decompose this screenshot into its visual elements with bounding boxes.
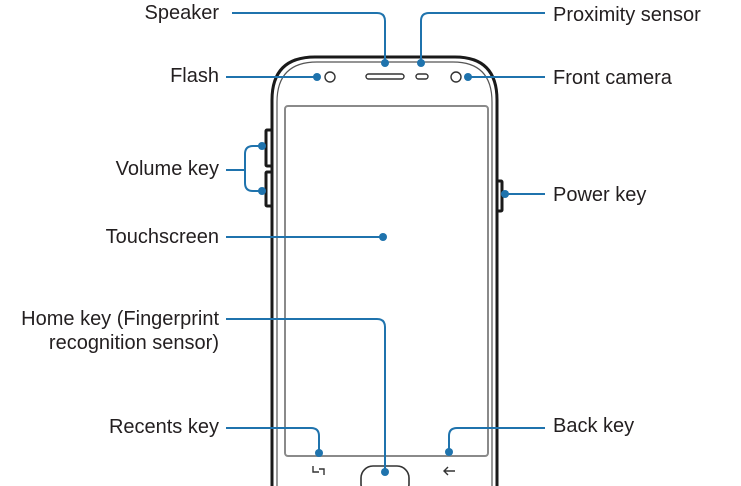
front-camera-lens [450,71,462,83]
flash-lens [324,71,336,83]
volume-callout [226,145,262,192]
label-flash: Flash [170,65,219,87]
home-callout [226,318,386,472]
label-volume-key: Volume key [115,158,219,180]
label-recents-key: Recents key [108,416,219,438]
recents-key-icon [312,466,325,475]
front-camera-dot [464,73,472,81]
volume-down-dot [258,187,266,195]
home-dot [381,468,389,476]
power-dot [501,190,509,198]
label-back-key: Back key [553,415,635,437]
volume-key-down [264,170,274,208]
power-key [495,179,504,213]
touchscreen-area [284,105,489,457]
back-dot [445,448,453,456]
label-home-key: Home key (Fingerprint recognition sensor… [21,307,219,355]
label-power-key: Power key [553,184,647,206]
proximity-dot [417,59,425,67]
touchscreen-dot [379,233,387,241]
label-proximity-sensor: Proximity sensor [553,4,701,26]
label-speaker: Speaker [144,2,220,24]
back-callout [448,427,545,452]
back-key-icon [443,466,455,476]
proximity-callout [420,12,545,63]
speaker-callout [232,12,386,63]
label-touchscreen: Touchscreen [105,226,219,248]
label-home-key-line1: Home key (Fingerprint [21,308,219,330]
recents-callout [226,427,320,453]
flash-dot [313,73,321,81]
label-front-camera: Front camera [553,67,672,89]
proximity-sensor [415,73,429,80]
label-home-key-line2: recognition sensor) [48,332,219,354]
volume-key-up [264,128,274,168]
speaker-slot [365,73,405,80]
volume-up-dot [258,142,266,150]
speaker-dot [381,59,389,67]
recents-dot [315,449,323,457]
